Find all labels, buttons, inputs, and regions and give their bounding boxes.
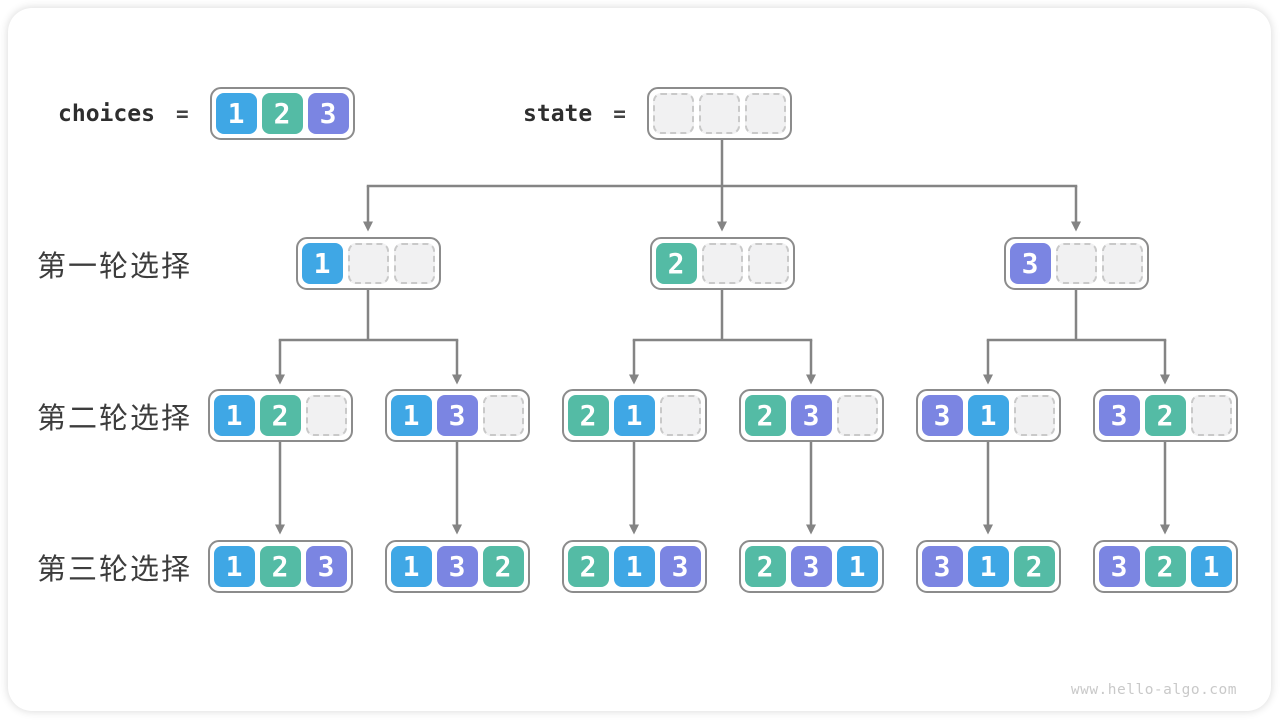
array-cell: 2 (1144, 546, 1186, 587)
equals-sign: = (175, 101, 189, 126)
state-node: 2 (649, 237, 795, 290)
array-cell: 3 (1009, 243, 1051, 284)
array-cell: 3 (790, 546, 832, 587)
array-cell: 2 (259, 395, 301, 436)
array-cell: 3 (436, 395, 478, 436)
array-cell: 3 (307, 93, 349, 134)
array-cell: 3 (1098, 395, 1140, 436)
array-cell: 1 (967, 546, 1009, 587)
array-cell: 3 (659, 546, 701, 587)
array-cell: 2 (261, 93, 303, 134)
array-cell: 2 (1013, 546, 1055, 587)
array-cell: 3 (1098, 546, 1140, 587)
array-cell: 2 (567, 395, 609, 436)
array-cell: 3 (436, 546, 478, 587)
row-label-1: 第一轮选择 (37, 250, 193, 283)
state-array-box (646, 87, 792, 140)
array-cell: 1 (967, 395, 1009, 436)
array-cell: 1 (613, 395, 655, 436)
array-cell: 2 (1144, 395, 1186, 436)
array-cell: 1 (301, 243, 343, 284)
array-cell-empty (1055, 243, 1097, 284)
array-cell-empty (747, 243, 789, 284)
array-cell: 3 (305, 546, 347, 587)
array-cell: 2 (482, 546, 524, 587)
state-array-slot (646, 87, 792, 140)
state-node: 3 (1003, 237, 1149, 290)
array-cell: 2 (744, 395, 786, 436)
watermark-text: www.hello-algo.com (1070, 682, 1237, 698)
array-cell: 3 (921, 546, 963, 587)
array-cell-empty (836, 395, 878, 436)
state-node-box: 3 (1003, 237, 1149, 290)
choices-label: choices (58, 100, 155, 127)
array-cell: 1 (390, 546, 432, 587)
array-cell: 2 (567, 546, 609, 587)
array-cell-empty (1013, 395, 1055, 436)
array-cell: 1 (213, 546, 255, 587)
state-node-box: 1 (295, 237, 441, 290)
array-cell-empty (347, 243, 389, 284)
array-cell: 1 (1190, 546, 1232, 587)
equals-sign: = (613, 101, 626, 126)
array-cell: 2 (655, 243, 697, 284)
array-cell: 3 (921, 395, 963, 436)
row-label-2: 第二轮选择 (37, 402, 193, 435)
array-cell: 1 (836, 546, 878, 587)
row-label-3: 第三轮选择 (37, 553, 193, 586)
array-cell-empty (698, 93, 740, 134)
array-cell-empty (1101, 243, 1143, 284)
array-cell: 2 (259, 546, 301, 587)
state-label: state (523, 100, 593, 127)
array-cell: 2 (744, 546, 786, 587)
array-cell-empty (482, 395, 524, 436)
array-cell-empty (701, 243, 743, 284)
array-cell-empty (659, 395, 701, 436)
array-cell-empty (1190, 395, 1232, 436)
array-cell-empty (393, 243, 435, 284)
array-cell: 1 (613, 546, 655, 587)
state-definition: state = (523, 87, 792, 140)
array-cell: 3 (790, 395, 832, 436)
state-node-box: 2 (649, 237, 795, 290)
state-node: 1 (295, 237, 441, 290)
array-cell-empty (305, 395, 347, 436)
array-cell: 1 (215, 93, 257, 134)
array-cell: 1 (213, 395, 255, 436)
array-cell-empty (744, 93, 786, 134)
array-cell: 1 (390, 395, 432, 436)
array-cell-empty (652, 93, 694, 134)
